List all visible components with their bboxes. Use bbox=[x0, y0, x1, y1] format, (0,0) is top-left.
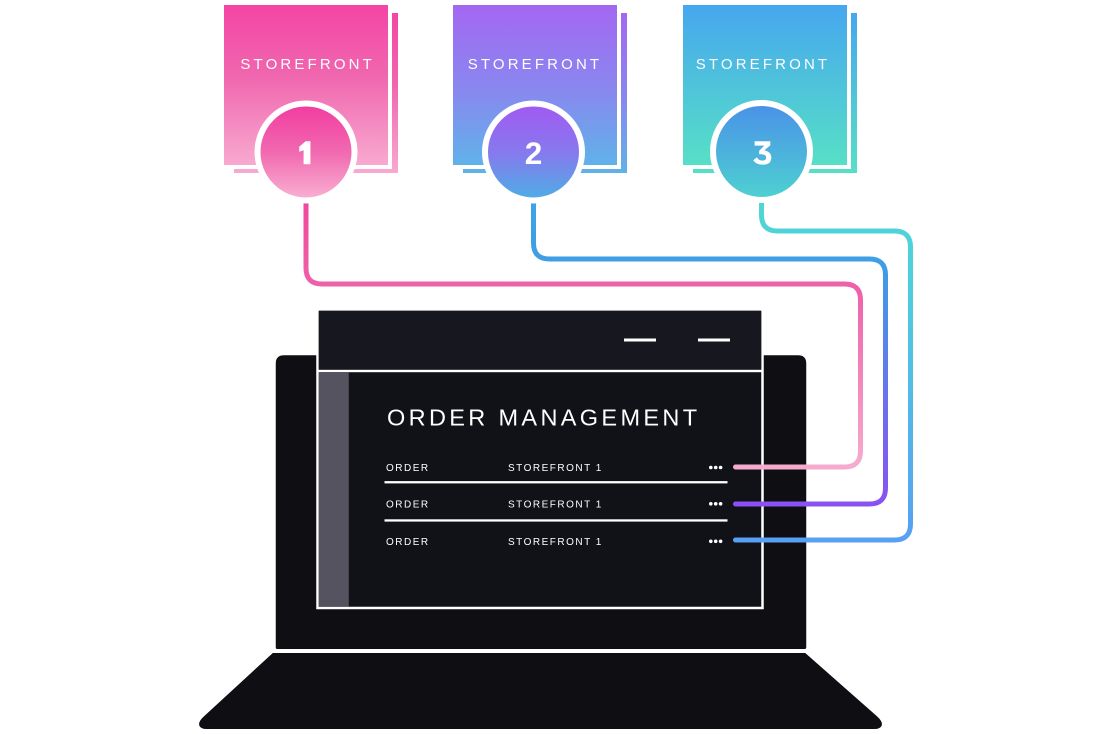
svg-text:ORDER: ORDER bbox=[386, 463, 430, 474]
svg-text:ORDER MANAGEMENT: ORDER MANAGEMENT bbox=[387, 405, 700, 431]
svg-text:STOREFRONT: STOREFRONT bbox=[696, 56, 831, 73]
svg-text:STOREFRONT 1: STOREFRONT 1 bbox=[508, 463, 603, 474]
svg-text:STOREFRONT 1: STOREFRONT 1 bbox=[508, 537, 603, 548]
svg-text:ORDER: ORDER bbox=[386, 499, 430, 510]
svg-text:STOREFRONT: STOREFRONT bbox=[240, 56, 375, 73]
svg-text:2: 2 bbox=[525, 135, 543, 171]
svg-text:STOREFRONT 1: STOREFRONT 1 bbox=[508, 499, 603, 510]
svg-text:ORDER: ORDER bbox=[386, 537, 430, 548]
svg-text:STOREFRONT: STOREFRONT bbox=[468, 56, 603, 73]
